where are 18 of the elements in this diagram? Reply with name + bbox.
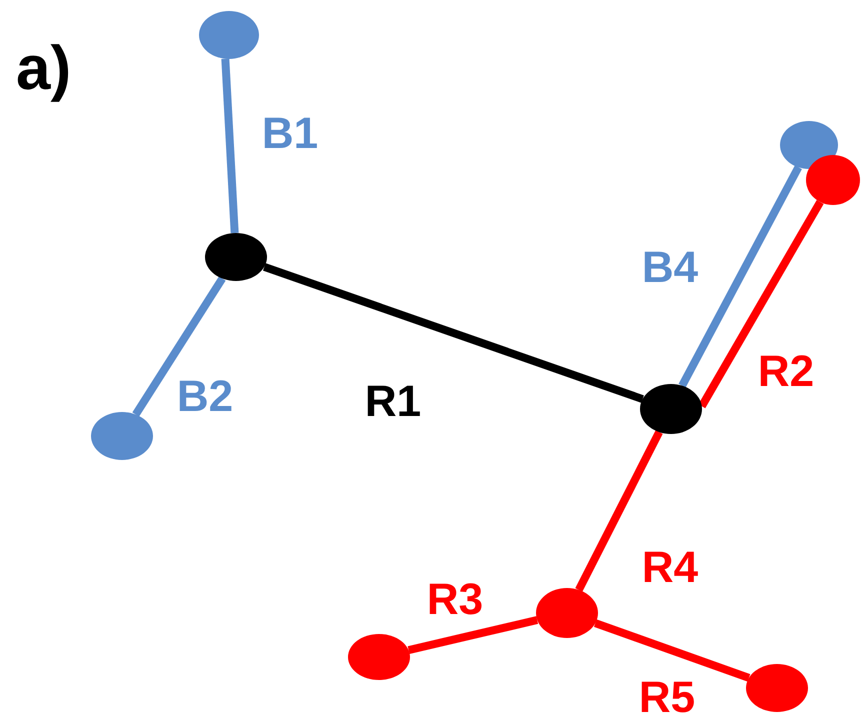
connector-line bbox=[408, 616, 538, 654]
node-dot bbox=[640, 384, 702, 434]
node-dot bbox=[199, 11, 259, 59]
connector-line bbox=[698, 200, 824, 408]
connector-line bbox=[262, 263, 644, 403]
connector-line bbox=[221, 58, 239, 234]
connector-line bbox=[678, 165, 802, 388]
connector-line bbox=[132, 276, 226, 417]
connector-line bbox=[594, 619, 750, 682]
node-dot bbox=[806, 155, 860, 205]
node-dot bbox=[780, 121, 838, 169]
node-dot bbox=[536, 588, 598, 638]
panel-label: a) bbox=[16, 38, 72, 100]
node-dot bbox=[746, 664, 808, 712]
node-dot bbox=[348, 634, 410, 680]
connector-line bbox=[575, 430, 663, 592]
node-dot bbox=[91, 412, 153, 460]
node-dot bbox=[205, 233, 267, 281]
